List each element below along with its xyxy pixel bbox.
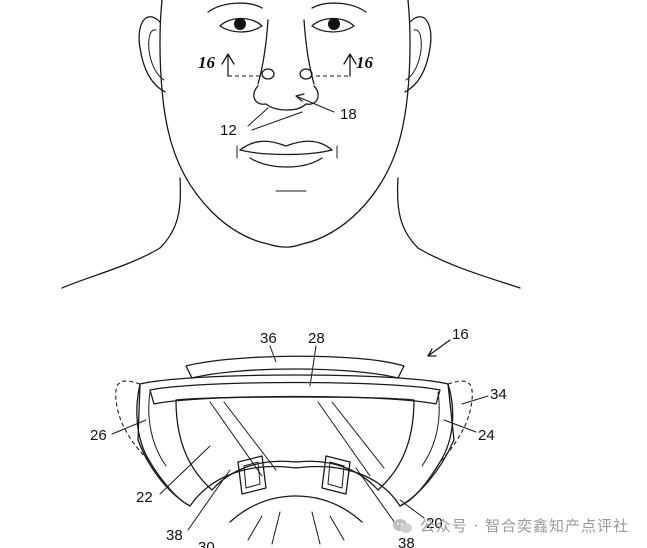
- eye-right: [311, 17, 355, 33]
- nose-piece-lines: [247, 511, 345, 545]
- label-frame-28: 28: [308, 330, 325, 347]
- label-vent-38-left: 38: [166, 527, 183, 544]
- label-frame-20: 20: [426, 515, 443, 532]
- eyebrow-left: [207, 2, 263, 13]
- lower-lip: [249, 157, 323, 168]
- ear-right: [404, 16, 432, 93]
- lens-glare-2: [223, 401, 277, 471]
- leader-20: [399, 499, 425, 519]
- side-left-rib: [148, 391, 167, 467]
- chin: [267, 243, 303, 248]
- leader-36: [269, 345, 277, 363]
- arrowhead-18: [295, 93, 305, 102]
- pupil-left: [234, 18, 246, 30]
- nose-piece: [229, 495, 363, 523]
- wechat-icon: [392, 518, 412, 533]
- face-drawing: [61, 0, 521, 289]
- label-view-16-right: 16: [356, 53, 374, 72]
- label-side-24: 24: [478, 427, 495, 444]
- arrow-16: [427, 339, 451, 357]
- leader-12a: [247, 107, 269, 127]
- leader-22: [159, 445, 211, 495]
- leader-18: [295, 95, 335, 113]
- leader-28: [309, 345, 317, 387]
- head-outline-left: [159, 0, 269, 245]
- vent-right-inner: [327, 461, 345, 489]
- label-foam-36: 36: [260, 330, 277, 347]
- label-nose-18: 18: [340, 106, 357, 123]
- ear-left: [138, 16, 166, 93]
- label-goggle-16: 16: [452, 326, 469, 343]
- upper-lip: [239, 140, 333, 151]
- nose-tip: [253, 85, 319, 111]
- frame-outer: [137, 374, 455, 507]
- watermark-text: 公众号 · 智合奕鑫知产点评社: [419, 517, 629, 535]
- eye-left: [219, 17, 263, 33]
- nose-bridge-right: [303, 19, 315, 85]
- vent-left: [237, 455, 267, 495]
- vent-left-inner: [243, 461, 261, 489]
- watermark: 公众号 · 智合奕鑫知产点评社: [392, 515, 629, 536]
- pupil-right: [328, 18, 340, 30]
- leader-24: [443, 419, 477, 433]
- label-lens-22: 22: [136, 489, 153, 506]
- side-right: [399, 383, 454, 507]
- strap-right: [439, 380, 473, 463]
- leader-38-left: [187, 469, 231, 531]
- leader-12b: [251, 111, 303, 131]
- lip-line: [239, 149, 333, 156]
- neck-left: [61, 177, 182, 289]
- label-side-26: 26: [90, 427, 107, 444]
- section-arrow-left: [221, 53, 235, 77]
- side-right-rib: [421, 391, 440, 467]
- ear-right-inner: [405, 29, 422, 81]
- strap-left: [115, 380, 151, 463]
- label-view-16-left: 16: [198, 53, 216, 72]
- ear-left-inner: [148, 29, 165, 81]
- label-nostril-12: 12: [220, 122, 237, 139]
- frame-top-band: [149, 381, 441, 405]
- lens-glare-1: [209, 401, 263, 477]
- label-strap-34: 34: [490, 386, 507, 403]
- leader-38-right: [355, 467, 401, 531]
- nostril-left: [261, 68, 275, 80]
- leader-34: [461, 395, 489, 405]
- eyebrow-right: [311, 2, 367, 13]
- side-left: [136, 383, 191, 507]
- neck-right: [396, 177, 521, 289]
- label-vent-38-right: 38: [398, 535, 415, 548]
- lens-glare-4: [331, 401, 385, 469]
- vent-right: [321, 455, 351, 495]
- goggle-drawing: [111, 339, 489, 545]
- head-outline-right: [301, 0, 411, 245]
- lens-glare-3: [317, 401, 371, 477]
- nose-bridge-left: [257, 19, 269, 85]
- leader-26: [111, 419, 147, 435]
- label-nose-piece-30: 30: [198, 539, 215, 548]
- section-arrow-right: [343, 53, 357, 77]
- nostril-right: [299, 68, 313, 80]
- lens-outline: [175, 396, 415, 491]
